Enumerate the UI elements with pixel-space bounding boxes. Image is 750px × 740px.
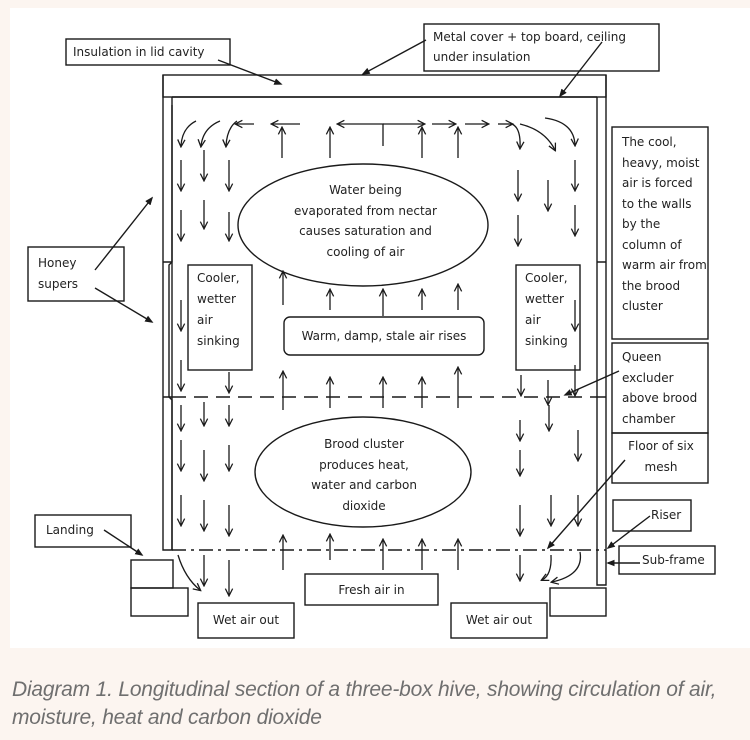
landing-label: Landing	[46, 523, 94, 537]
floor-mesh-pointer	[546, 459, 626, 550]
cool-air-note-label: The cool, heavy, moist air is forced to …	[622, 135, 707, 313]
landing-block-lower	[130, 587, 189, 617]
wet-air-out-right-label: Wet air out	[465, 613, 533, 627]
queen-excluder-pointer	[563, 370, 620, 396]
landing-block-upper	[130, 559, 174, 589]
sub-frame-box	[618, 545, 716, 575]
hive-lid	[162, 74, 607, 98]
fresh-air-box	[304, 573, 439, 606]
evaporation-ellipse	[237, 163, 489, 287]
fresh-air-in-label: Fresh air in	[338, 583, 405, 597]
insulation-pointer	[217, 59, 283, 85]
brood-cluster-ellipse	[254, 416, 472, 528]
honey-supers-label: Honey supers	[38, 256, 79, 291]
wet-air-out-right-box	[450, 602, 548, 639]
queen-excluder-label: Queen excluder above brood chamber	[622, 350, 698, 426]
metal-cover-pointer	[361, 39, 427, 75]
right-stand-block	[549, 587, 607, 617]
cooler-left-box	[187, 264, 253, 371]
floor-mesh-box	[611, 432, 709, 484]
landing-box	[34, 514, 132, 548]
sub-frame-label: Sub-frame	[642, 553, 705, 567]
metal-cover-label-box	[423, 23, 660, 72]
left-box-joints	[163, 261, 172, 398]
riser-box	[612, 499, 692, 532]
warm-air-rises-label: Warm, damp, stale air rises	[301, 329, 467, 343]
water-evaporated-label: Water being evaporated from nectar cause…	[294, 183, 437, 259]
landing-pointer	[103, 529, 144, 556]
diagram-caption: Diagram 1. Longitudinal section of a thr…	[12, 678, 717, 729]
hive-left-wall	[162, 75, 173, 551]
riser-label: Riser	[651, 508, 682, 522]
cooler-right-box	[515, 264, 581, 371]
warm-air-box	[283, 316, 485, 356]
wet-air-out-left-label: Wet air out	[212, 613, 280, 627]
wet-air-out-left-box	[197, 602, 295, 639]
right-box-joints	[597, 261, 606, 398]
cooler-right-label: Cooler, wetter air sinking	[525, 271, 568, 348]
brood-cluster-label: Brood cluster produces heat, water and c…	[311, 437, 417, 513]
cool-air-note-box	[611, 126, 709, 340]
insulation-label-box	[65, 38, 231, 66]
riser-pointer	[606, 515, 651, 550]
insulation-label: Insulation in lid cavity	[73, 45, 205, 59]
honey-supers-pointer-down	[94, 287, 154, 323]
cooler-left-label: Cooler, wetter air sinking	[197, 271, 240, 348]
airflow-arrows	[178, 117, 580, 595]
metal-cover-label: Metal cover + top board, ceiling under i…	[433, 30, 626, 64]
honey-supers-pointer-up	[94, 196, 154, 271]
floor-mesh-label: Floor of six mesh	[628, 439, 694, 474]
ceiling-pointer	[558, 41, 603, 98]
hive-right-wall	[596, 75, 607, 586]
honey-supers-box	[27, 246, 125, 302]
